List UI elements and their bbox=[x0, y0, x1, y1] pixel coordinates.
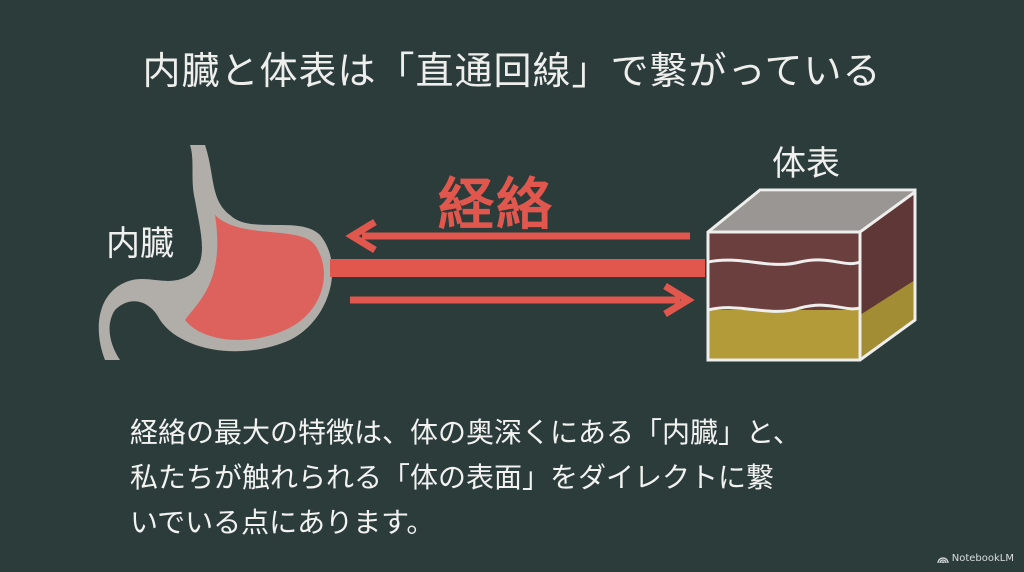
skin-cube-illustration bbox=[706, 188, 917, 362]
body-line: 私たちが触れられる「体の表面」をダイレクトに繋 bbox=[130, 461, 775, 494]
body-line: 経絡の最大の特徴は、体の奥深くにある「内臓」と、 bbox=[130, 416, 801, 449]
watermark: NotebookLM bbox=[937, 553, 1014, 564]
watermark-text: NotebookLM bbox=[951, 553, 1014, 564]
skin-label: 体表 bbox=[772, 144, 840, 184]
meridian-label: 経絡 bbox=[438, 173, 554, 238]
body-text: 経絡の最大の特徴は、体の奥深くにある「内臓」と、 私たちが触れられる「体の表面」… bbox=[130, 410, 801, 545]
connection-bar bbox=[330, 259, 705, 277]
arrow-to-skin bbox=[350, 283, 695, 317]
slide-title: 内臓と体表は「直通回線」で繋がっている bbox=[142, 49, 882, 93]
stomach-illustration bbox=[98, 145, 333, 360]
arrow-to-organ bbox=[345, 219, 690, 253]
body-line: いでいる点にあります。 bbox=[130, 506, 435, 539]
notebooklm-logo-icon bbox=[937, 557, 949, 563]
organ-label: 内臓 bbox=[106, 224, 174, 264]
